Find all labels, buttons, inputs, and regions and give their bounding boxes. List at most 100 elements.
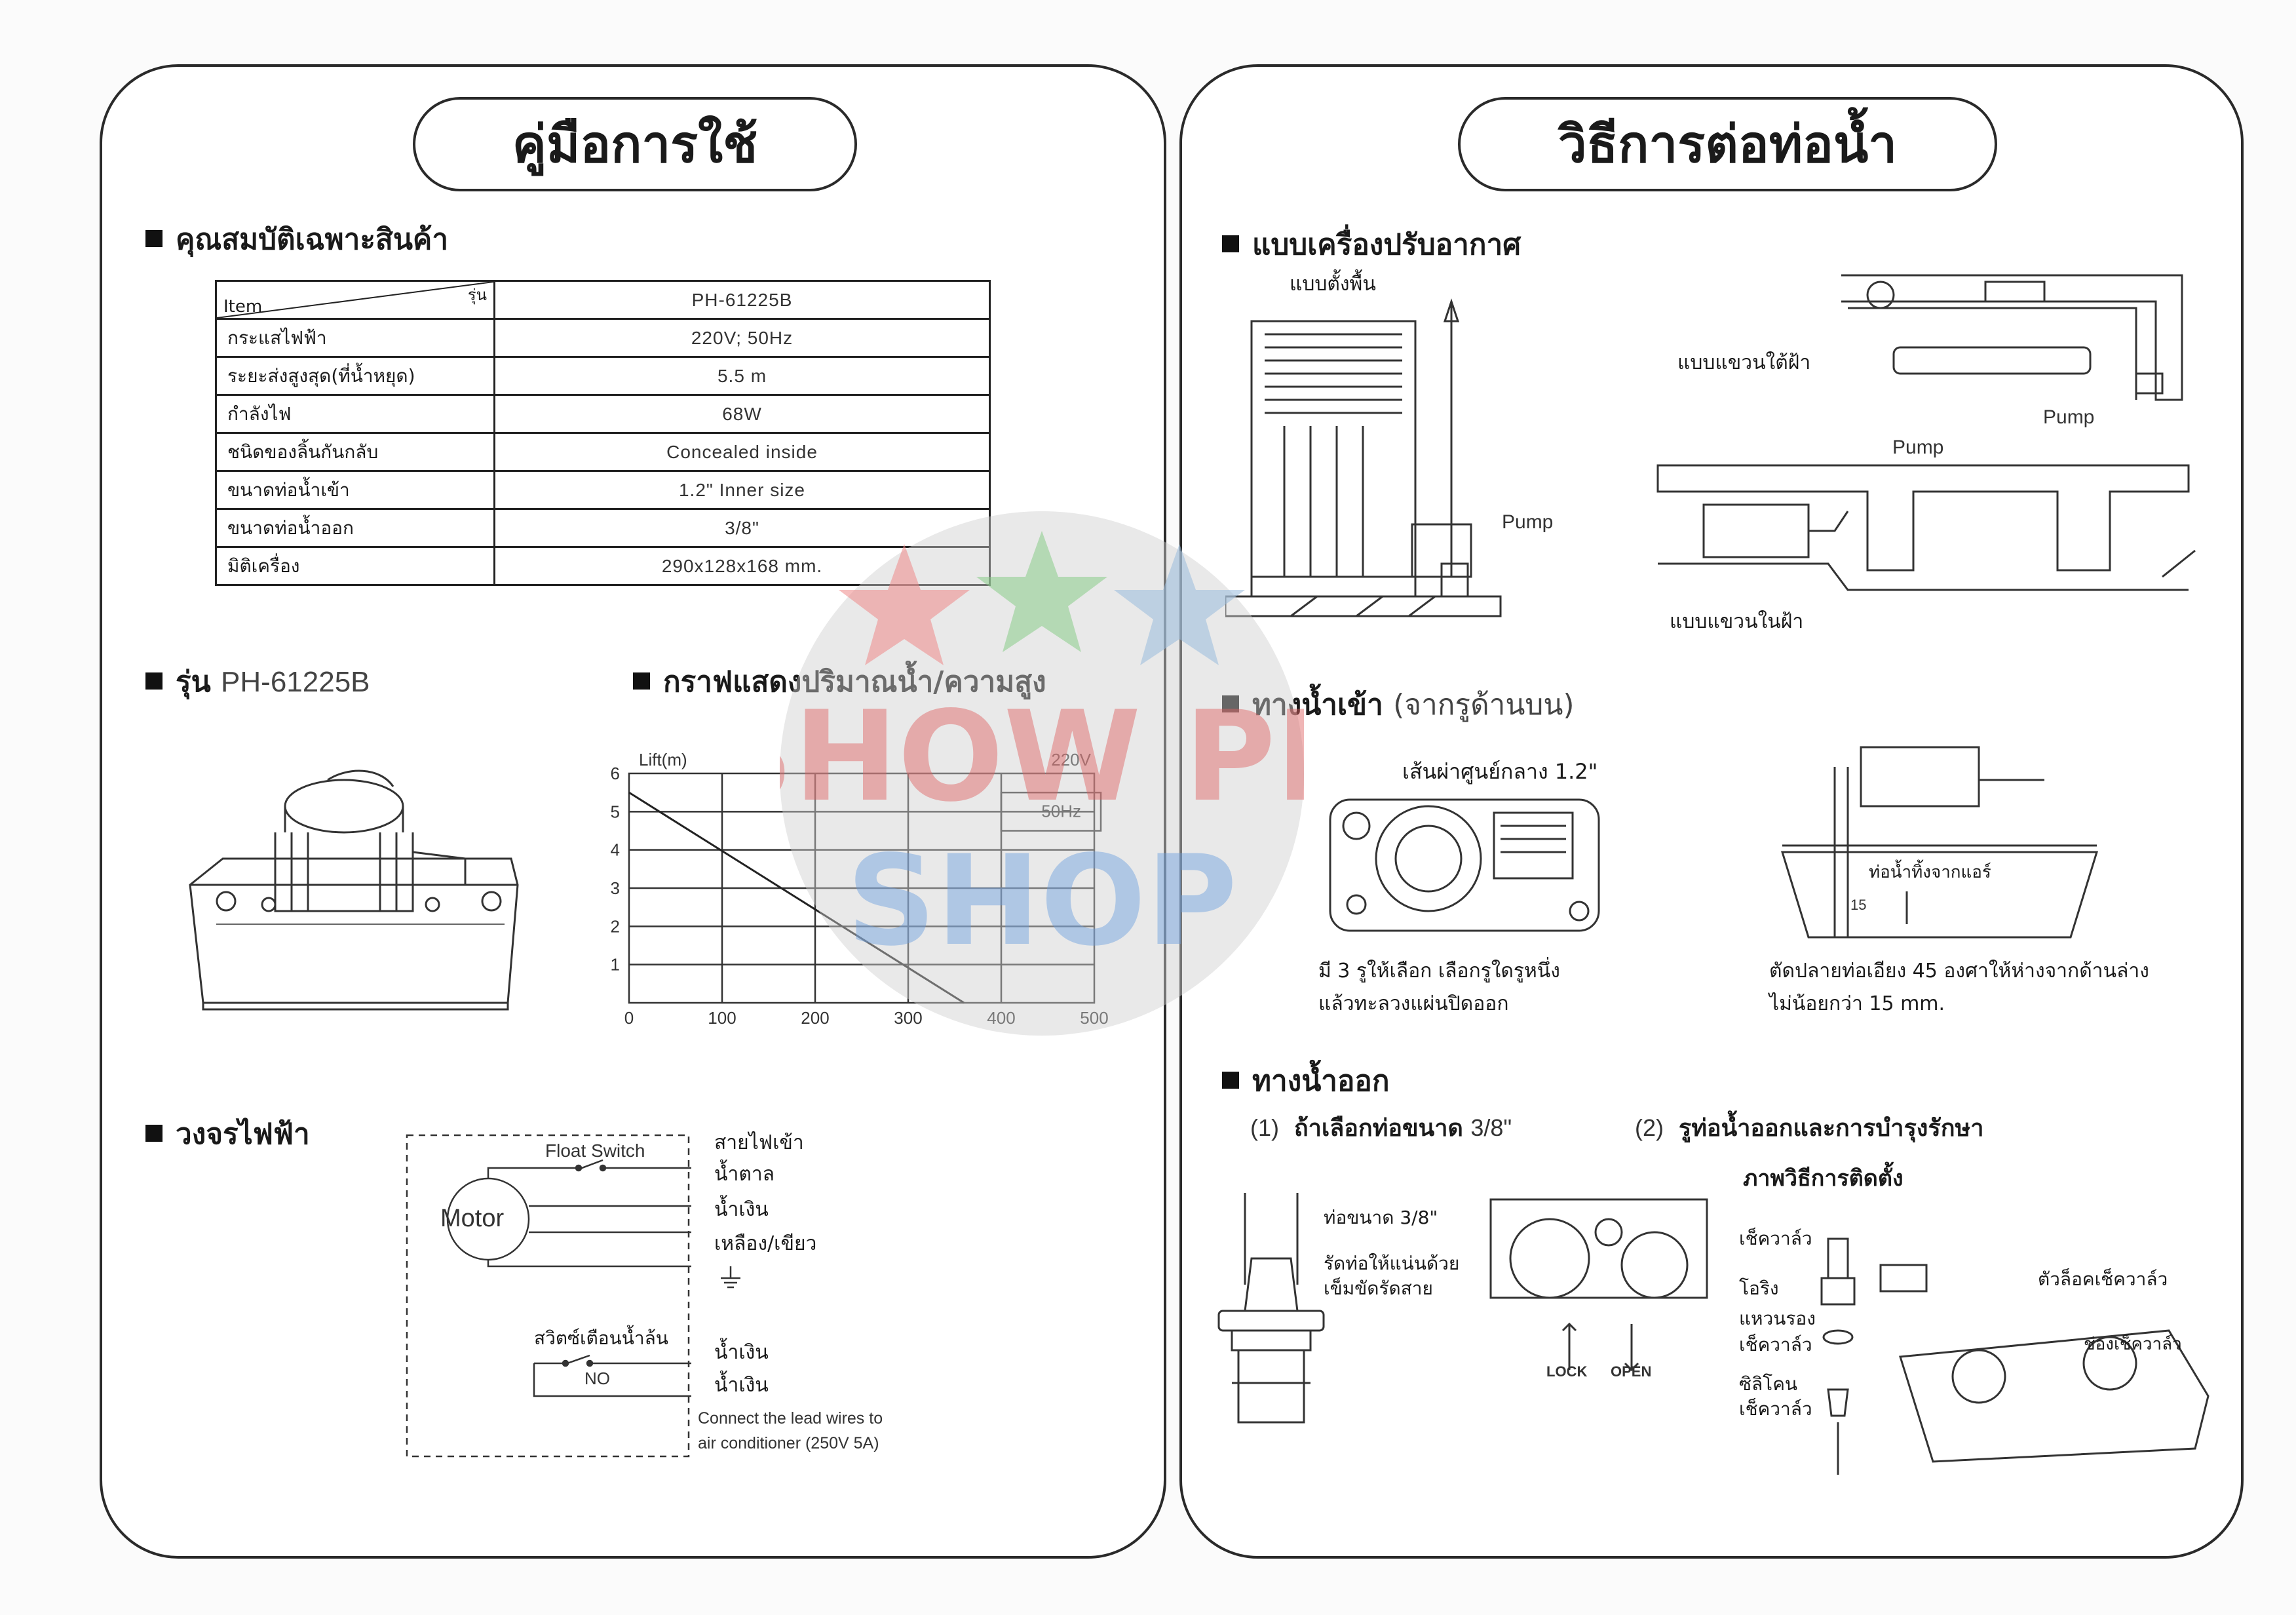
spec-value: 220V; 50Hz xyxy=(493,318,991,358)
wire-brown-label: น้ำตาล xyxy=(714,1163,775,1186)
dim-15-label: 15 xyxy=(1850,897,1867,913)
spec-label: กระแสไฟฟ้า xyxy=(215,318,495,358)
right-title: วิธีการต่อท่อน้ำ xyxy=(1458,97,1997,191)
holes-note-1: มี 3 รูให้เลือก เลือกรูใดรูหนึ่ง xyxy=(1318,960,1560,983)
floor-type-label: แบบตั้งพื้น xyxy=(1290,273,1376,296)
pump-label-1: Pump xyxy=(1502,511,1554,533)
check-valve-label: เช็ควาล์ว xyxy=(1739,1228,1812,1249)
under-ceiling-label: แบบแขวนใต้ฝ้า xyxy=(1677,351,1811,374)
drain-pipe-label: ท่อน้ำทิ้งจากแอร์ xyxy=(1869,863,1991,882)
chart-x-tick-label: 100 xyxy=(708,1008,736,1028)
spec-label: ขนาดท่อน้ำเข้า xyxy=(215,470,495,510)
no-label: NO xyxy=(584,1369,610,1388)
inlet-top-view xyxy=(1329,798,1600,932)
spec-row: ระยะส่งสูงสุด(ที่น้ำหยุด)5.5 m xyxy=(215,356,991,396)
oring-label: โอริง xyxy=(1739,1277,1779,1299)
chart-annotation-frequency: 50Hz xyxy=(1041,801,1081,821)
clamp-note-2: เข็มขัดรัดสาย xyxy=(1324,1277,1433,1299)
center-diameter-label: เส้นผ่าศูนย์กลาง 1.2" xyxy=(1402,759,1598,784)
chart-y-tick-label: 5 xyxy=(611,802,620,821)
cut-note-1: ตัดปลายท่อเอียง 45 องศาให้ห่างจากด้านล่า… xyxy=(1769,960,2149,983)
silicone-label-2: เช็ควาล์ว xyxy=(1739,1398,1812,1420)
silicone-label-1: ซิลิโคน xyxy=(1739,1373,1798,1395)
holes-note-2: แล้วทะลวงแผ่นปิดออก xyxy=(1318,992,1509,1015)
cut-note-2: ไม่น้อยกว่า 15 mm. xyxy=(1769,992,1945,1015)
inlet-header: ทางน้ำเข้า (จากรูด้านบน) xyxy=(1222,682,1575,728)
floor-standing-diagram xyxy=(1225,298,1502,617)
pump-label-2: Pump xyxy=(2043,406,2095,428)
pipe-size-label: ท่อขนาด 3/8" xyxy=(1324,1207,1438,1228)
pump-illustration xyxy=(189,769,519,1011)
chart-y-axis-label: Lift(m) xyxy=(639,750,687,769)
connect-note-2: air conditioner (250V 5A) xyxy=(698,1434,879,1452)
chart-x-tick-label: 500 xyxy=(1080,1008,1108,1028)
check-valve-diagram xyxy=(1820,1237,2210,1475)
spec-value: 290x128x168 mm. xyxy=(493,546,991,586)
spec-label: ระยะส่งสูงสุด(ที่น้ำหยุด) xyxy=(215,356,495,396)
in-ceiling-label: แบบแขวนในฝ้า xyxy=(1670,610,1804,633)
chart-y-tick-label: 3 xyxy=(611,878,620,898)
circuit-header: วงจรไฟฟ้า xyxy=(145,1111,310,1157)
in-ceiling-diagram xyxy=(1656,464,2196,591)
pump-label-3: Pump xyxy=(1892,437,1944,458)
model-label: รุ่น xyxy=(467,286,487,304)
outlet-header: ทางน้ำออก xyxy=(1222,1058,1389,1104)
option-2: (2) รูท่อน้ำออกและการบำรุงรักษา xyxy=(1635,1114,1984,1142)
install-title: ภาพวิธีการติดตั้ง xyxy=(1743,1165,1904,1192)
spec-model-value: PH-61225B xyxy=(493,280,991,320)
chart-x-tick-label: 0 xyxy=(624,1008,634,1028)
lock-label: LOCK xyxy=(1546,1363,1588,1380)
spec-label: ชนิดของลิ้นกันกลับ xyxy=(215,432,495,472)
option-1: (1) ถ้าเลือกท่อขนาด 3/8" xyxy=(1250,1114,1512,1142)
spec-row-header: Item รุ่น PH-61225B xyxy=(215,280,991,320)
chart-x-tick-label: 300 xyxy=(894,1008,922,1028)
chart-x-tick-label: 400 xyxy=(987,1008,1015,1028)
chart-x-tick-label: 200 xyxy=(801,1008,829,1028)
graph-header: กราฟแสดงปริมาณน้ำ/ความสูง xyxy=(633,659,1046,705)
valve-slot-label: ช่องเช็ควาล์ว xyxy=(2084,1334,2182,1354)
outlet-top-view xyxy=(1489,1198,1708,1372)
inlet-side-view xyxy=(1780,746,2099,939)
alarm-switch-label: สวิตซ์เตือนน้ำล้น xyxy=(534,1327,668,1349)
circuit-diagram xyxy=(406,1134,740,1458)
under-ceiling-diagram xyxy=(1841,274,2183,401)
valve-lock-label: ตัวล็อคเช็ควาล์ว xyxy=(2038,1268,2168,1290)
spec-label: กำลังไฟ xyxy=(215,394,495,434)
spec-value: Concealed inside xyxy=(493,432,991,472)
spec-header: คุณสมบัติเฉพาะสินค้า xyxy=(145,216,448,262)
chart-y-tick-label: 2 xyxy=(611,916,620,936)
spec-value: 1.2" Inner size xyxy=(493,470,991,510)
spec-label: มิติเครื่อง xyxy=(215,546,495,586)
spec-value: 5.5 m xyxy=(493,356,991,396)
open-label: OPEN xyxy=(1611,1363,1652,1380)
float-switch-label: Float Switch xyxy=(545,1140,645,1161)
chart-y-tick-label: 4 xyxy=(611,840,620,860)
inlet-header-sub: (จากรูด้านบน) xyxy=(1393,688,1575,722)
chart-y-tick-label: 6 xyxy=(611,764,620,783)
model-code: PH-61225B xyxy=(221,666,370,698)
ac-type-header: แบบเครื่องปรับอากาศ xyxy=(1222,222,1521,267)
chart-annotation-voltage: 220V xyxy=(1051,750,1091,769)
hose-fitting-diagram xyxy=(1217,1193,1325,1424)
left-title: คู่มือการใช้ xyxy=(413,97,857,191)
connect-note-1: Connect the lead wires to xyxy=(698,1409,883,1428)
right-panel xyxy=(1179,64,2244,1559)
spec-value: 3/8" xyxy=(493,508,991,548)
motor-label: Motor xyxy=(440,1205,505,1232)
chart-y-tick-label: 1 xyxy=(611,955,620,975)
clamp-note-1: รัดท่อให้แน่นด้วย xyxy=(1324,1253,1460,1274)
wire-in-label: สายไฟเข้า xyxy=(714,1131,804,1154)
spec-value: 68W xyxy=(493,394,991,434)
wire-yellow-green-label: เหลือง/เขียว xyxy=(714,1232,817,1255)
washer-label-1: แหวนรอง xyxy=(1739,1308,1816,1329)
wire-blue-label: น้ำเงิน xyxy=(714,1198,769,1221)
model-header: รุ่น PH-61225B xyxy=(145,659,370,705)
